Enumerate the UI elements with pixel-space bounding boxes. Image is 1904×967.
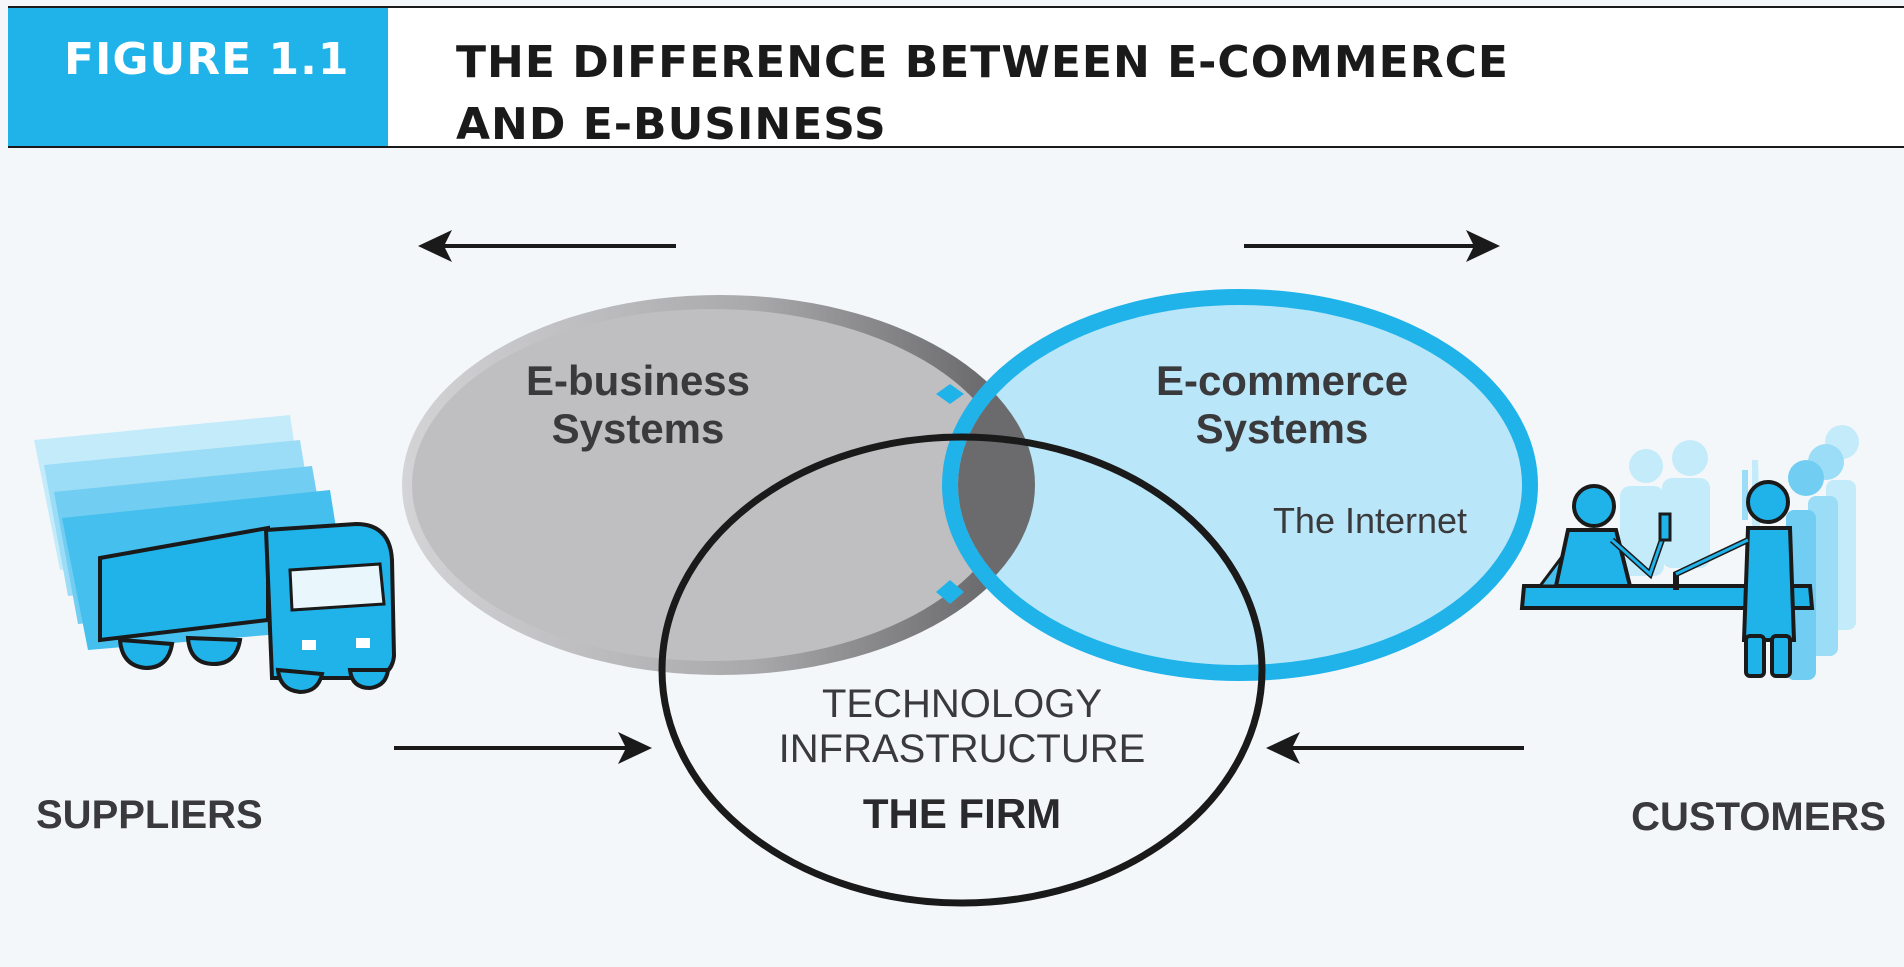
firm-label-line1: TECHNOLOGY bbox=[822, 682, 1102, 726]
firm-circle bbox=[658, 433, 1266, 907]
firm-label-line2: INFRASTRUCTURE bbox=[779, 727, 1146, 771]
overlap-marker-bottom bbox=[936, 580, 964, 604]
firm-name: THE FIRM bbox=[863, 790, 1061, 837]
figure-tab: FIGURE 1.1 bbox=[8, 8, 388, 146]
ebusiness-label-line1: E-business bbox=[526, 357, 750, 404]
customers-label: CUSTOMERS bbox=[1631, 795, 1886, 839]
ebusiness-label-line2: Systems bbox=[552, 405, 725, 452]
arrow-customers-to-firm bbox=[1266, 732, 1524, 764]
figure-label: FIGURE 1.1 bbox=[64, 34, 350, 85]
figure-title: THE DIFFERENCE BETWEEN E-COMMERCE AND E-… bbox=[456, 32, 1756, 156]
suppliers-label: SUPPLIERS bbox=[36, 793, 263, 837]
figure-title-line2: AND E-BUSINESS bbox=[456, 99, 887, 150]
people-at-counter-icon bbox=[1519, 425, 1859, 680]
ecommerce-label-line1: E-commerce bbox=[1156, 357, 1408, 404]
ecommerce-label-line2: Systems bbox=[1196, 405, 1369, 452]
arrow-suppliers-to-firm bbox=[394, 732, 652, 764]
ecommerce-ellipse bbox=[942, 289, 1538, 681]
arrow-left-icon bbox=[418, 230, 676, 262]
internet-label: The Internet bbox=[1273, 500, 1467, 541]
figure-title-line1: THE DIFFERENCE BETWEEN E-COMMERCE bbox=[456, 37, 1509, 88]
arrow-right-icon bbox=[1244, 230, 1500, 262]
truck-icon bbox=[34, 415, 397, 695]
ebusiness-ellipse bbox=[402, 295, 1038, 675]
figure-header: FIGURE 1.1 THE DIFFERENCE BETWEEN E-COMM… bbox=[8, 6, 1904, 150]
overlap-marker-top bbox=[936, 384, 964, 404]
